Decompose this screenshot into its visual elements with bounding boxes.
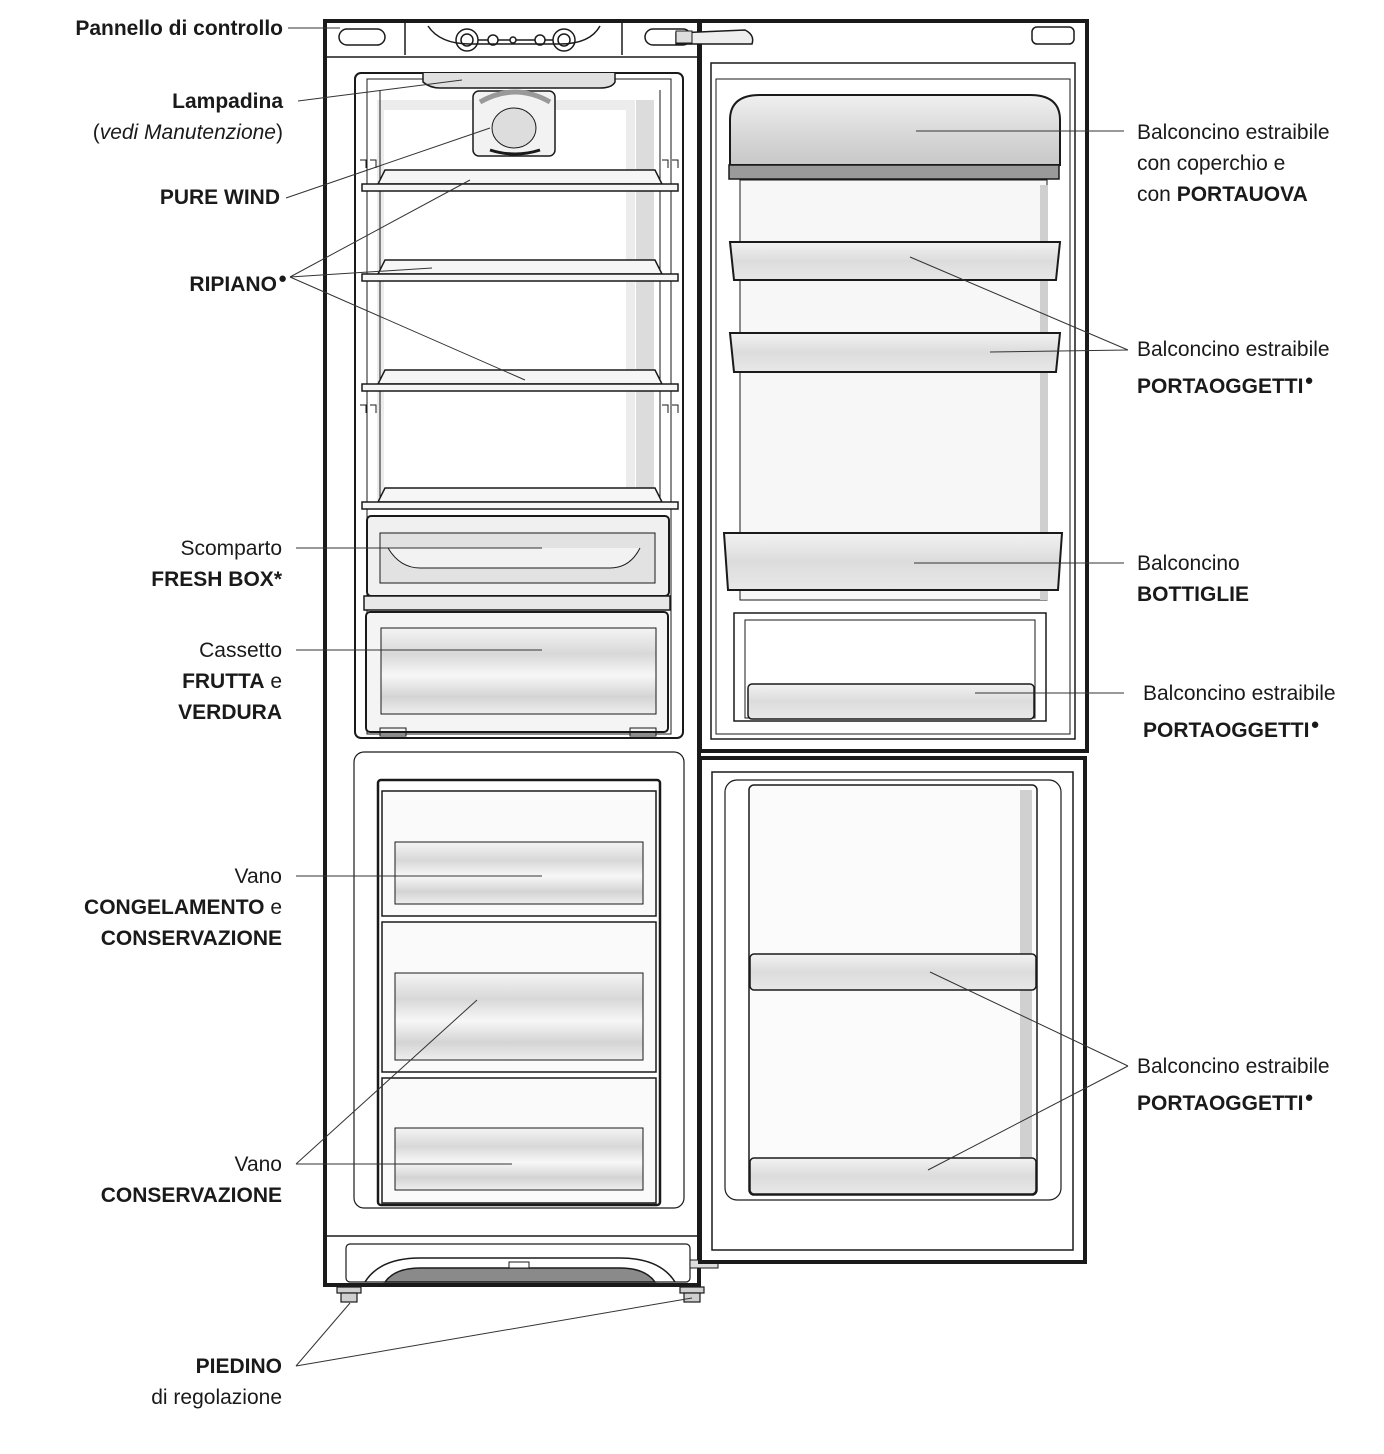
control-panel [338, 23, 692, 55]
freezer-compartment [353, 751, 685, 1209]
adjustable-feet [336, 1286, 705, 1303]
egg-balcony [728, 94, 1061, 180]
leader-lines [285, 27, 1129, 1367]
label-ripiano: RIPIANO● [189, 270, 287, 296]
door-balconies [722, 241, 1064, 591]
label-pure-wind: PURE WIND [159, 186, 280, 209]
fruit-drawer [363, 595, 671, 737]
label-portaoggetti-1: Balconcino estraibile PORTAOGGETTI● [1137, 338, 1330, 398]
label-pannello: Pannello di controllo [75, 17, 283, 40]
label-bottiglie: Balconcino BOTTIGLIE [1137, 552, 1249, 606]
label-portaoggetti-2: Balconcino estraibile PORTAOGGETTI● [1143, 682, 1336, 742]
label-vano-congelamento: Vano CONGELAMENTO e CONSERVAZIONE [84, 865, 282, 950]
label-piedino: PIEDINO di regolazione [151, 1355, 282, 1409]
label-cassetto: Cassetto FRUTTA e VERDURA [178, 639, 282, 724]
lower-door-bin [733, 612, 1047, 722]
label-fresh-box: Scomparto FRESH BOX* [151, 537, 282, 591]
label-portaoggetti-3: Balconcino estraibile PORTAOGGETTI● [1137, 1055, 1330, 1115]
shelves [361, 169, 679, 510]
freezer-door [698, 756, 1087, 1264]
label-vano-conservazione: Vano CONSERVAZIONE [100, 1153, 282, 1207]
label-lampadina: Lampadina (vedi Manutenzione) [92, 90, 283, 144]
fridge-base [345, 1243, 719, 1283]
fresh-box [366, 515, 670, 597]
label-portauova: Balconcino estraibile con coperchio e co… [1137, 121, 1330, 206]
